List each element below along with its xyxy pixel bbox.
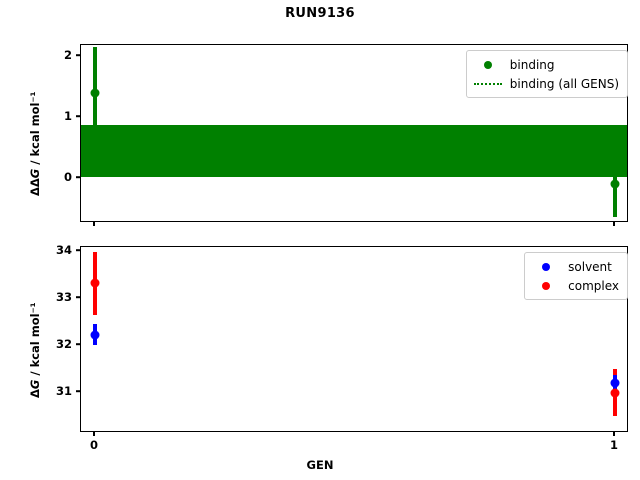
- top-legend: binding binding (all GENS): [465, 50, 628, 98]
- solvent-point-gen0[interactable]: [90, 330, 100, 339]
- top-xtick-mark-1: [613, 222, 615, 226]
- top-ytick-mark-0: [76, 54, 80, 56]
- legend-item-complex[interactable]: complex: [531, 276, 619, 295]
- legend-item-solvent[interactable]: solvent: [531, 257, 619, 276]
- bottom-ytick-label-3: 31: [55, 384, 72, 398]
- bottom-xtick-mark-0: [93, 432, 95, 436]
- bottom-ytick-mark-0: [76, 249, 80, 251]
- binding-all-gens-band: [81, 125, 627, 177]
- top-ytick-label-0: 2: [63, 48, 72, 62]
- legend-label-binding-all-gens: binding (all GENS): [509, 76, 619, 91]
- binding-point-gen0[interactable]: [90, 88, 100, 98]
- binding-point-gen1[interactable]: [610, 179, 620, 189]
- bottom-ytick-label-1: 33: [55, 290, 72, 304]
- figure-title: RUN9136: [285, 6, 355, 21]
- top-xtick-mark-0: [93, 222, 95, 226]
- bottom-ytick-label-2: 32: [55, 337, 72, 351]
- bottom-ytick-label-0: 34: [55, 243, 72, 257]
- top-ylabel: ΔΔG / kcal mol⁻¹: [28, 91, 42, 196]
- top-ytick-mark-2: [76, 176, 80, 178]
- bottom-ytick-mark-1: [76, 296, 80, 298]
- bottom-ylabel: ΔG / kcal mol⁻¹: [28, 302, 42, 398]
- legend-item-binding[interactable]: binding: [473, 55, 619, 74]
- solvent-marker-icon: [531, 260, 561, 274]
- bottom-ytick-mark-3: [76, 390, 80, 392]
- xlabel: GEN: [306, 458, 334, 472]
- binding-marker-icon: [473, 58, 503, 72]
- legend-item-binding-all-gens[interactable]: binding (all GENS): [473, 74, 619, 93]
- bottom-ytick-mark-2: [76, 343, 80, 345]
- complex-marker-icon: [531, 279, 561, 293]
- bottom-xtick-label-0: 0: [89, 438, 98, 452]
- legend-label-solvent: solvent: [568, 259, 612, 274]
- complex-point-gen0[interactable]: [90, 278, 100, 288]
- bottom-xtick-label-1: 1: [609, 438, 618, 452]
- complex-point-gen1[interactable]: [610, 388, 620, 398]
- legend-label-complex: complex: [568, 278, 619, 293]
- legend-label-binding: binding: [509, 57, 555, 72]
- solvent-point-gen1[interactable]: [610, 378, 620, 388]
- top-ytick-label-1: 1: [63, 109, 72, 123]
- bottom-legend: solvent complex: [524, 252, 628, 300]
- bottom-xtick-mark-1: [613, 432, 615, 436]
- dotted-line-icon: [473, 77, 503, 91]
- top-ytick-mark-1: [76, 115, 80, 117]
- binding-errorbar-gen1: [613, 125, 617, 217]
- top-ytick-label-2: 0: [63, 170, 72, 184]
